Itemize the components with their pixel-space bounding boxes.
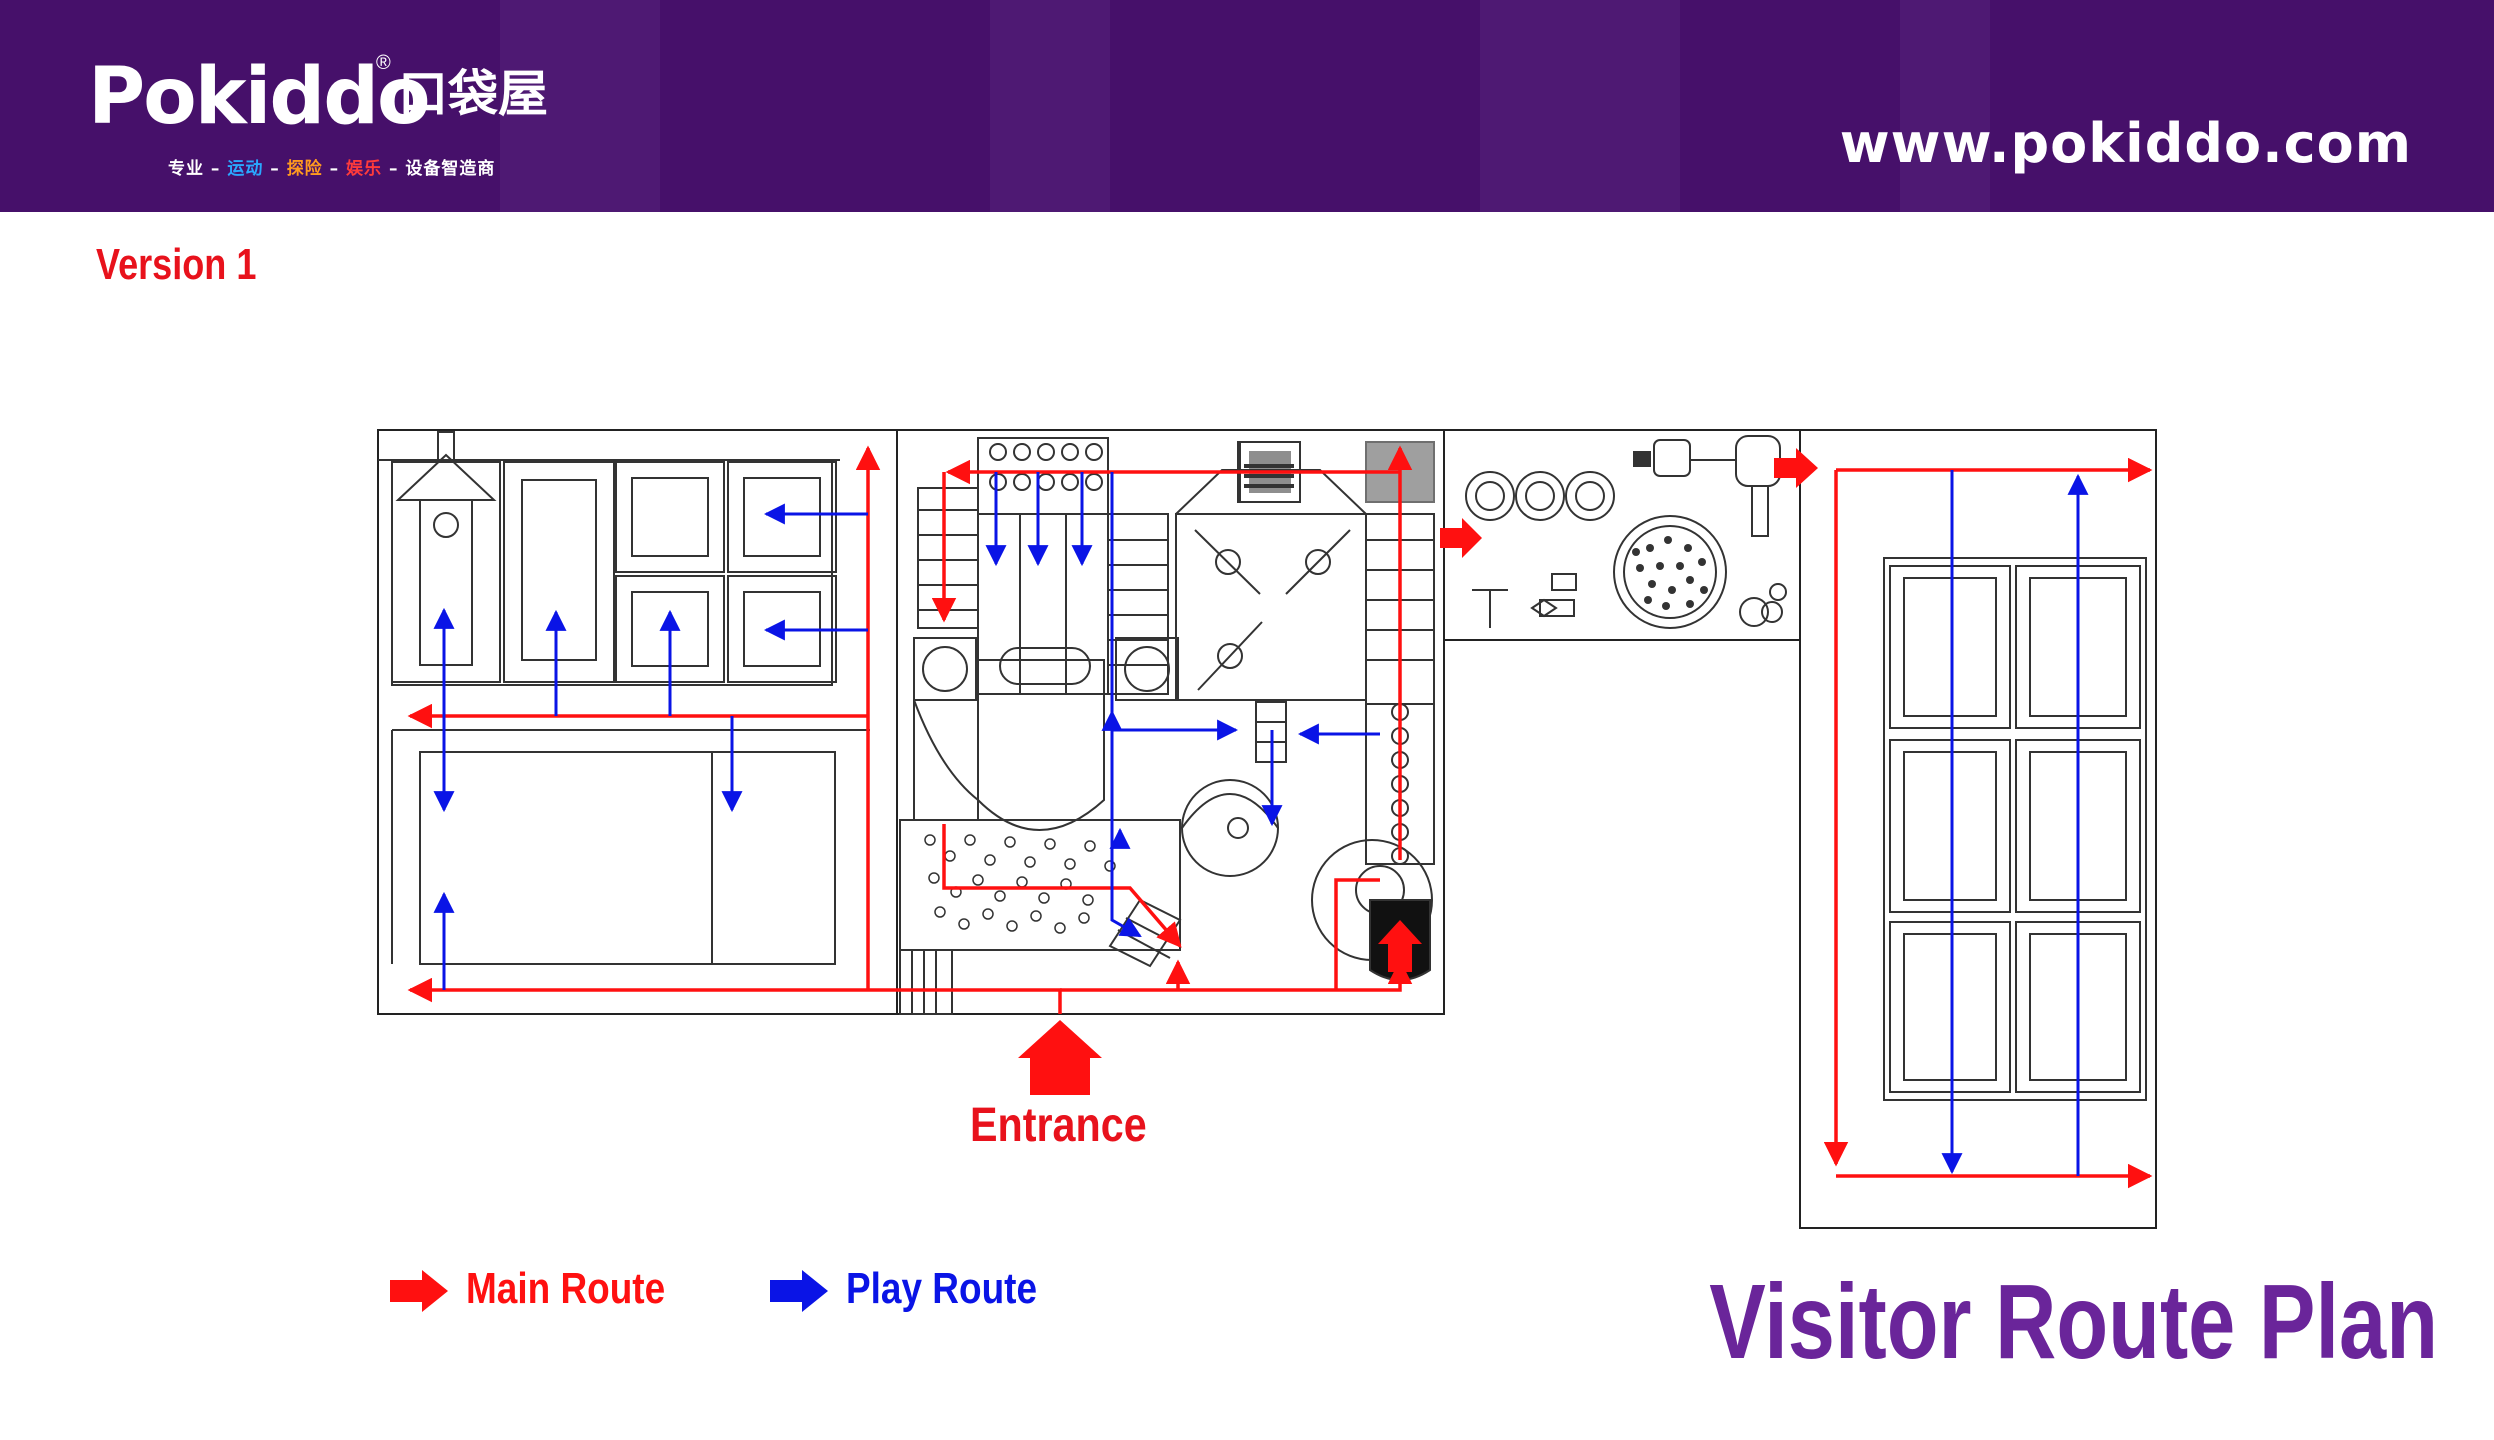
tagline-part: 娱乐 [346, 159, 383, 179]
main-route [407, 445, 2153, 1189]
page-title: Visitor Route Plan [1709, 1263, 2438, 1381]
tagline-part: 专业 – [168, 159, 228, 179]
header-decoration [500, 0, 660, 212]
main-route-block-arrows [1018, 448, 1818, 1095]
brand-name: Pokiddo [88, 52, 431, 142]
tagline-part: – [263, 159, 287, 179]
legend-play-route: Play Route [768, 1264, 1068, 1326]
header-decoration [990, 0, 1110, 212]
header-decoration [1480, 0, 1680, 212]
middle-zone [899, 437, 1435, 1015]
brand-name-cn: 口袋屋 [398, 65, 548, 123]
legend-main-route: Main Route [388, 1264, 688, 1326]
version-label: Version 1 [96, 240, 257, 289]
brand-tagline: 专业 – 运动 – 探险 – 娱乐 – 设备智造商 [168, 154, 495, 179]
upper-right-zone [1465, 435, 1787, 629]
registered-mark: ® [376, 52, 391, 74]
ball-pit [924, 834, 1116, 934]
tagline-part: – 设备智造商 [382, 159, 496, 179]
header-decoration [1900, 0, 1990, 212]
legend-play-route-label: Play Route [846, 1264, 1038, 1313]
legend-main-route-label: Main Route [466, 1264, 666, 1313]
play-route-arrow-icon [770, 1270, 828, 1312]
tagline-part: 探险 [286, 159, 323, 179]
main-route-arrow-icon [390, 1270, 448, 1312]
play-route [433, 470, 2089, 1176]
website-url[interactable]: www.pokiddo.com [1839, 112, 2412, 175]
header-bar: Pokiddo ® 口袋屋 专业 – 运动 – 探险 – 娱乐 – 设备智造商 … [0, 0, 2494, 212]
trampoline-zone [1883, 557, 2147, 1101]
left-zone [378, 431, 870, 965]
tagline-part: – [322, 159, 347, 179]
entrance-label: Entrance [970, 1099, 1147, 1152]
tagline-part: 运动 [227, 159, 264, 179]
ball-pool-dots [1632, 536, 1708, 610]
